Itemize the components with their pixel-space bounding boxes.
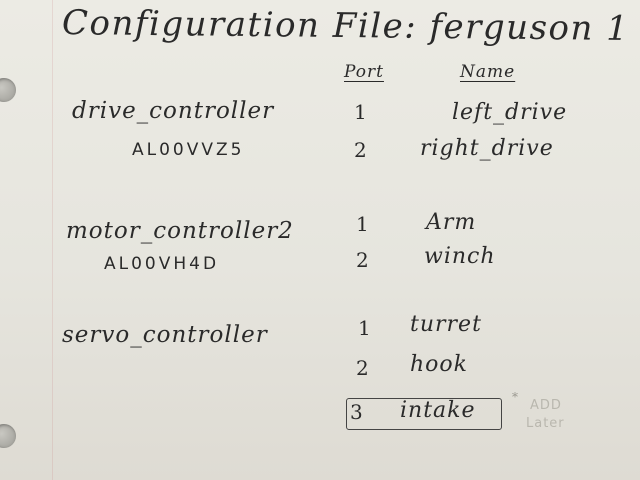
- port-number: 3: [350, 400, 364, 424]
- controller-name-drive: drive_controller: [72, 98, 275, 124]
- paper-margin: [52, 0, 53, 480]
- port-number: 1: [356, 212, 370, 236]
- controller-name-motor: motor_controller2: [66, 218, 294, 244]
- name-column-header: Name: [460, 62, 516, 82]
- device-name: winch: [424, 244, 496, 269]
- binder-hole-top: [0, 78, 16, 102]
- device-name: turret: [410, 312, 482, 337]
- annotation-marker: *: [512, 390, 518, 404]
- controller-serial-motor: AL00VH4D: [104, 254, 220, 274]
- device-name: hook: [410, 352, 468, 377]
- port-number: 2: [356, 248, 370, 272]
- binder-hole-bottom: [0, 424, 16, 448]
- device-name: left_drive: [452, 100, 568, 125]
- device-name: right_drive: [420, 136, 554, 161]
- annotation-line2: Later: [526, 416, 565, 431]
- page-title: Configuration File: ferguson 1: [61, 3, 630, 49]
- annotation-line1: ADD: [530, 398, 562, 413]
- device-name: Arm: [426, 210, 477, 235]
- port-column-header: Port: [344, 62, 384, 82]
- intake-highlight-box: [346, 398, 502, 430]
- port-number: 1: [358, 316, 372, 340]
- port-number: 1: [354, 100, 368, 124]
- port-number: 2: [356, 356, 370, 380]
- controller-serial-drive: AL00VVZ5: [132, 140, 245, 160]
- controller-name-servo: servo_controller: [62, 322, 268, 348]
- port-number: 2: [354, 138, 368, 162]
- device-name: intake: [400, 398, 476, 423]
